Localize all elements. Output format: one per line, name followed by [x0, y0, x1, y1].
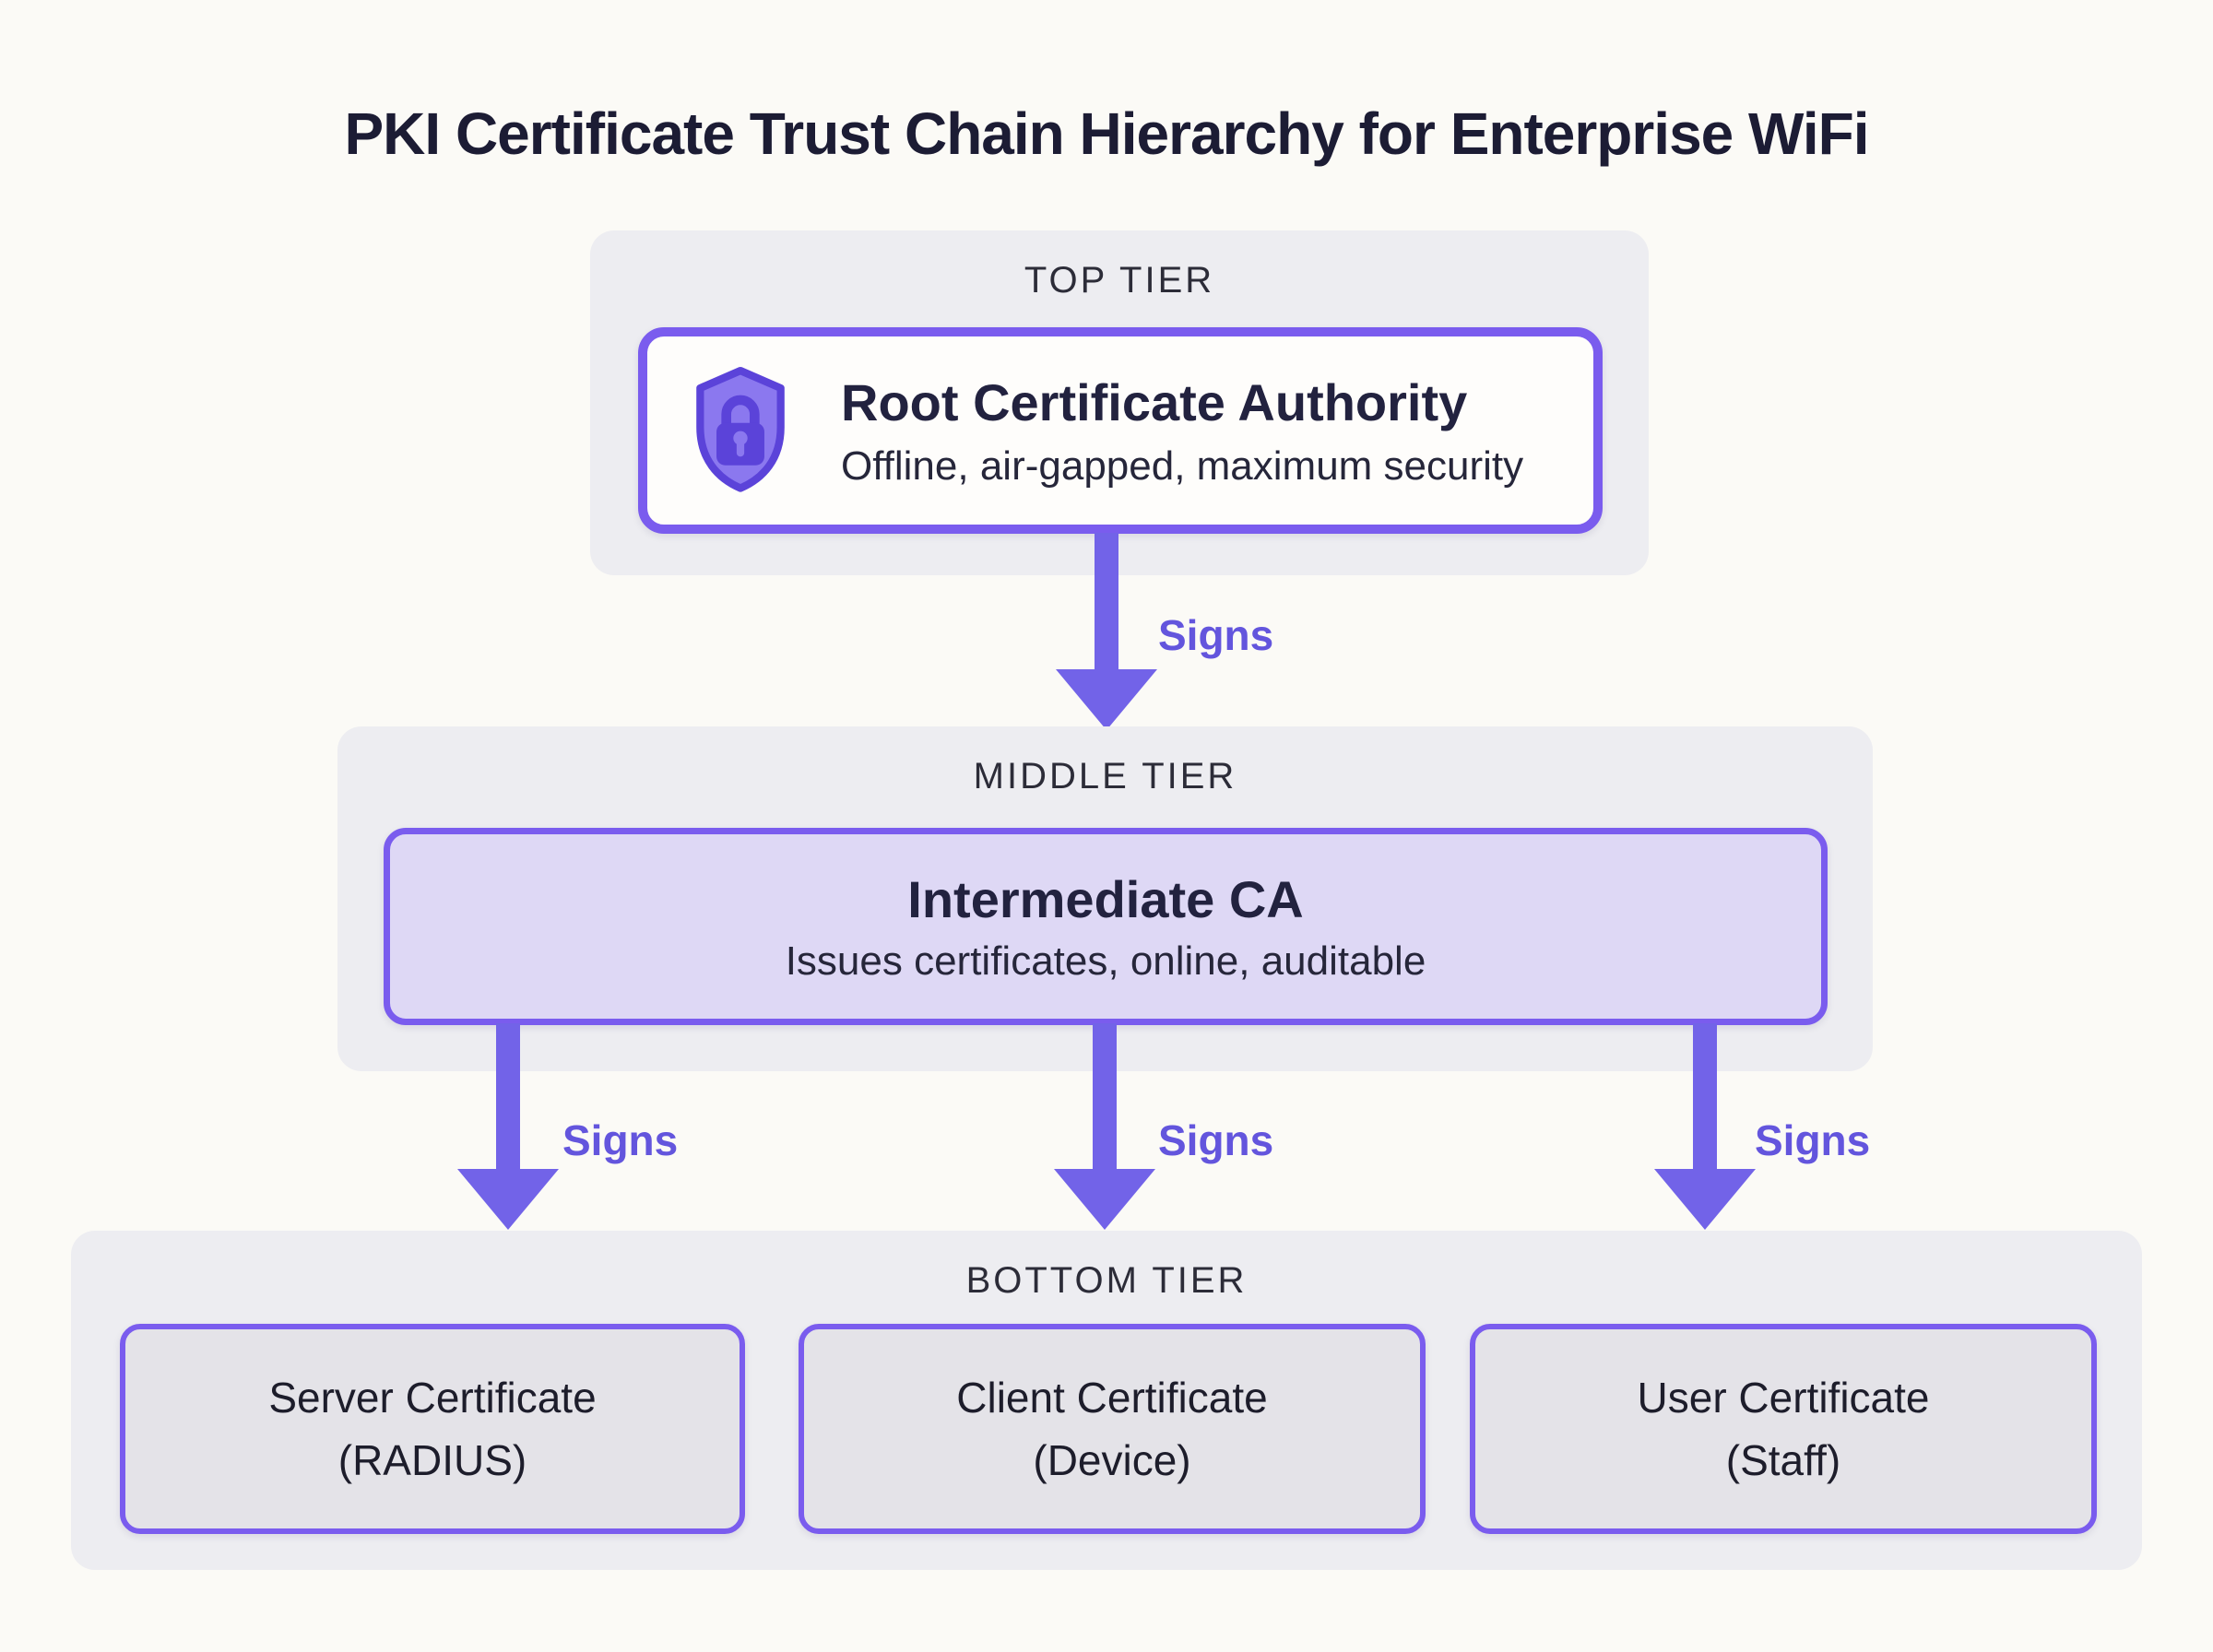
page-title: PKI Certificate Trust Chain Hierarchy fo…: [344, 100, 1869, 167]
tier-bottom-container: BOTTOM TIER Server Certificate (RADIUS) …: [71, 1231, 2142, 1570]
arrow-shaft: [1093, 1023, 1117, 1171]
root-ca-subtitle: Offline, air-gapped, maximum security: [841, 442, 1524, 489]
client-certificate-line2: (Device): [1033, 1436, 1191, 1484]
arrow-head-icon: [457, 1169, 559, 1230]
server-certificate-node: Server Certificate (RADIUS): [120, 1324, 745, 1534]
arrow-shaft: [1095, 533, 1118, 671]
user-certificate-node: User Certificate (Staff): [1470, 1324, 2097, 1534]
arrow-head-icon: [1056, 669, 1157, 730]
arrow-head-icon: [1054, 1169, 1155, 1230]
server-certificate-line1: Server Certificate: [268, 1373, 597, 1422]
intermediate-ca-title: Intermediate CA: [907, 869, 1304, 928]
root-ca-node: Root Certificate Authority Offline, air-…: [638, 327, 1603, 534]
root-ca-title: Root Certificate Authority: [841, 372, 1468, 431]
signs-label: Signs: [562, 1116, 679, 1164]
tier-bottom-label: BOTTOM TIER: [965, 1260, 1248, 1301]
client-certificate-node: Client Certificate (Device): [799, 1324, 1426, 1534]
server-certificate-line2: (RADIUS): [337, 1436, 527, 1484]
arrow-head-icon: [1654, 1169, 1756, 1230]
intermediate-ca-subtitle: Issues certificates, online, auditable: [785, 938, 1426, 984]
signs-label: Signs: [1158, 1116, 1274, 1164]
signs-label: Signs: [1158, 611, 1274, 659]
tier-top-container: TOP TIER Root Certificate Authority Offl…: [590, 230, 1649, 575]
shield-lock-icon: [686, 365, 795, 496]
intermediate-ca-node: Intermediate CA Issues certificates, onl…: [384, 828, 1828, 1025]
tier-middle-container: MIDDLE TIER Intermediate CA Issues certi…: [337, 726, 1873, 1071]
tier-top-label: TOP TIER: [1024, 260, 1215, 301]
arrow-shaft: [1693, 1023, 1717, 1171]
root-ca-text: Root Certificate Authority Offline, air-…: [841, 372, 1523, 490]
client-certificate-line1: Client Certificate: [956, 1373, 1268, 1422]
user-certificate-line1: User Certificate: [1637, 1373, 1930, 1422]
tier-middle-label: MIDDLE TIER: [973, 756, 1237, 796]
signs-label: Signs: [1755, 1116, 1871, 1164]
user-certificate-line2: (Staff): [1725, 1436, 1841, 1484]
arrow-shaft: [496, 1023, 520, 1171]
